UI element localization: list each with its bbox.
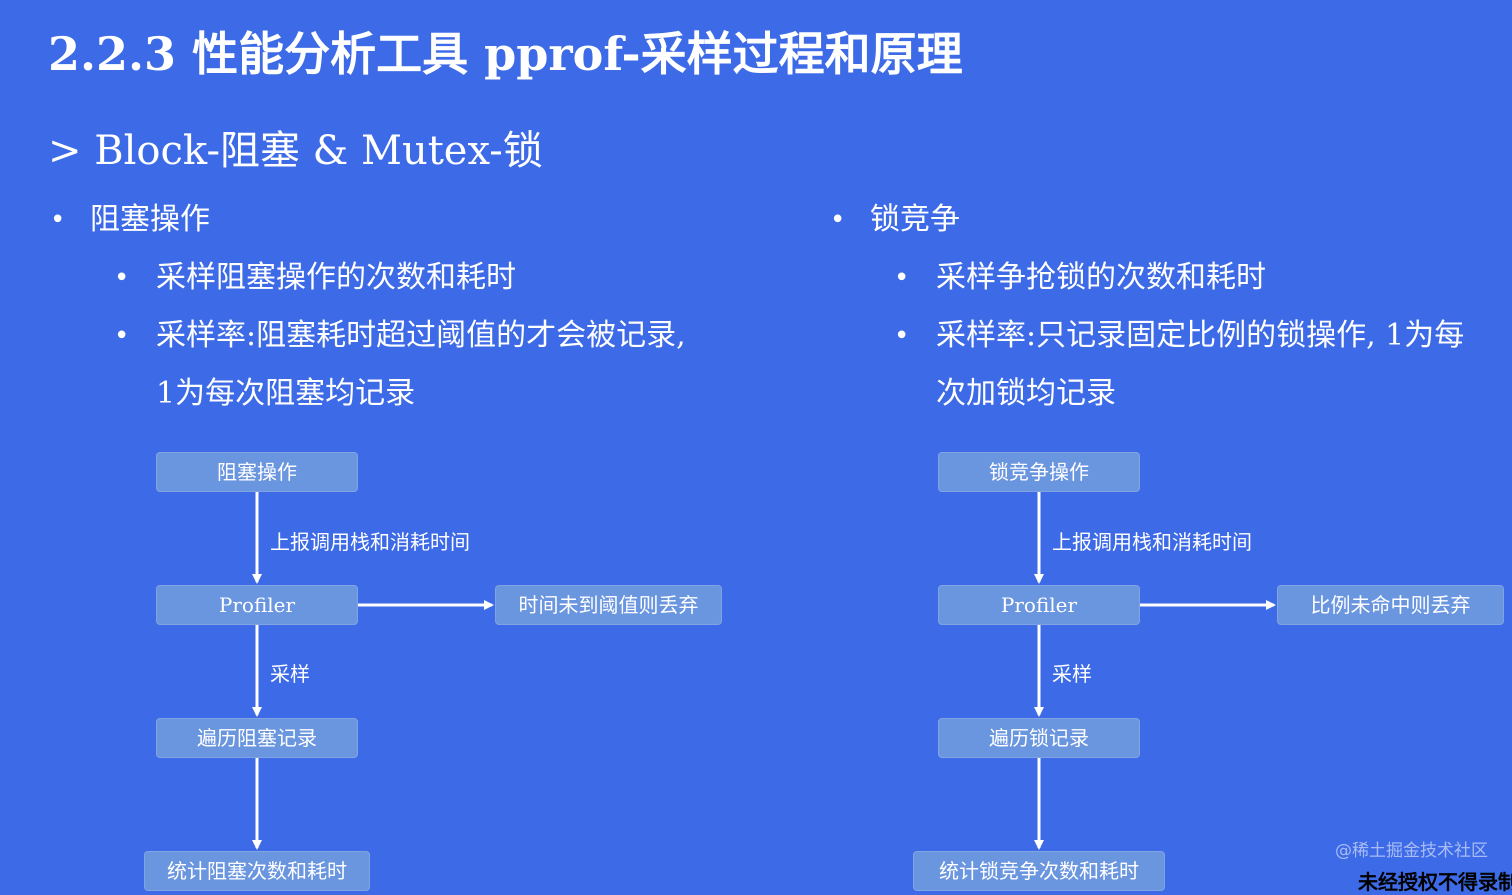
left-item-1: 采样阻塞操作的次数和耗时: [156, 260, 516, 295]
left-flow-box-traverse: 遍历阻塞记录: [156, 718, 358, 758]
right-flow-edge-label-1: 上报调用栈和消耗时间: [1052, 530, 1252, 554]
page-title: 2.2.3 性能分析工具 pprof-采样过程和原理: [48, 27, 963, 81]
right-flow-box-discard: 比例未命中则丢弃: [1277, 585, 1504, 625]
left-flow-edge-label-1: 上报调用栈和消耗时间: [270, 530, 470, 554]
watermark: @稀土掘金技术社区: [1335, 841, 1488, 861]
left-item-2: 采样率:阻塞耗时超过阈值的才会被记录,: [156, 318, 686, 353]
right-flow-box-traverse: 遍历锁记录: [938, 718, 1140, 758]
bullet-dot: •: [830, 205, 846, 235]
bullet-dot: •: [114, 321, 130, 351]
right-item-2: 采样率:只记录固定比例的锁操作, 1为每: [936, 318, 1465, 353]
left-flow-edge-label-2: 采样: [270, 662, 310, 686]
bullet-dot: •: [894, 263, 910, 293]
left-flow-box-start: 阻塞操作: [156, 452, 358, 492]
bullet-dot: •: [50, 205, 66, 235]
left-flow-box-stats: 统计阻塞次数和耗时: [144, 851, 370, 891]
left-item-2-cont: 1为每次阻塞均记录: [156, 376, 416, 411]
right-heading: 锁竞争: [870, 202, 960, 237]
right-flow-edge-label-2: 采样: [1052, 662, 1092, 686]
right-flow-box-start: 锁竞争操作: [938, 452, 1140, 492]
right-flow-box-stats: 统计锁竞争次数和耗时: [913, 851, 1165, 891]
corner-notice: 未经授权不得录制: [1358, 870, 1512, 894]
left-flow-box-profiler: Profiler: [156, 585, 358, 625]
right-flow-box-profiler: Profiler: [938, 585, 1140, 625]
left-heading: 阻塞操作: [90, 202, 210, 237]
bullet-dot: •: [114, 263, 130, 293]
right-item-2-cont: 次加锁均记录: [936, 376, 1116, 411]
left-flow-box-discard: 时间未到阈值则丢弃: [495, 585, 722, 625]
bullet-dot: •: [894, 321, 910, 351]
right-item-1: 采样争抢锁的次数和耗时: [936, 260, 1266, 295]
section-subtitle: > Block-阻塞 & Mutex-锁: [48, 128, 543, 174]
